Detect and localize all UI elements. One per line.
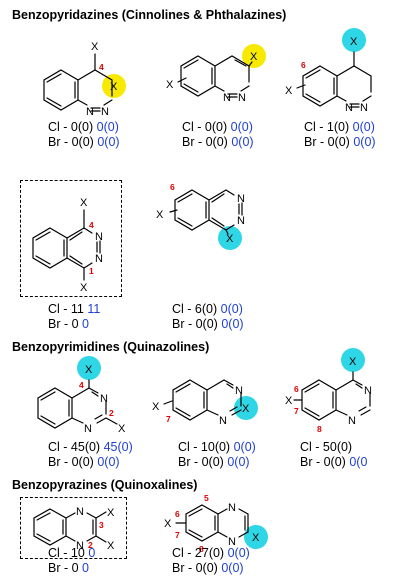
substituent-x-highlighted: X bbox=[242, 403, 250, 415]
position-3: 3 bbox=[99, 520, 104, 530]
substituent-x-highlighted: X bbox=[252, 532, 260, 544]
position-6: 6 bbox=[175, 509, 180, 519]
atom-n: N bbox=[238, 92, 246, 104]
position-2: 2 bbox=[109, 408, 114, 418]
dashed-box bbox=[20, 180, 122, 297]
structure-cinnoline-4x-6x: X X N N 6 bbox=[285, 28, 372, 114]
position-6: 6 bbox=[170, 182, 175, 192]
structure-quinazoline-4x-67x: X X N N 6 7 8 bbox=[285, 348, 372, 434]
caption-c7: Cl - 10(0) 0(0) Br - 0(0) 0(0) bbox=[178, 440, 256, 469]
substituent-x: X bbox=[80, 282, 88, 294]
caption-c2: Cl - 0(0) 0(0) Br - 0(0) 0(0) bbox=[182, 120, 254, 149]
atom-n: N bbox=[95, 253, 103, 265]
atom-n: N bbox=[101, 106, 109, 118]
position-5: 5 bbox=[204, 493, 209, 503]
atom-n: N bbox=[219, 415, 227, 427]
substituent-x: X bbox=[91, 41, 99, 53]
substituent-x-highlighted: X bbox=[250, 51, 258, 63]
atom-n: N bbox=[86, 106, 94, 118]
heading-benzopyrazines: Benzopyrazines (Quinoxalines) bbox=[12, 478, 198, 492]
substituent-x-highlighted: X bbox=[226, 233, 234, 245]
position-7: 7 bbox=[294, 406, 299, 416]
highlight-cyan bbox=[234, 396, 258, 420]
heading-benzopyridazines: Benzopyridazines (Cinnolines & Phthalazi… bbox=[12, 8, 287, 22]
substituent-x-highlighted: X bbox=[85, 364, 93, 376]
position-4: 4 bbox=[79, 380, 84, 390]
atom-n: N bbox=[237, 193, 245, 205]
substituent-x: X bbox=[285, 85, 293, 97]
caption-c10: Cl - 27(0) 0(0) Br - 0(0) 0(0) bbox=[172, 546, 250, 575]
substituent-x-highlighted: X bbox=[350, 36, 358, 48]
atom-n: N bbox=[223, 92, 231, 104]
position-1: 1 bbox=[89, 266, 94, 276]
caption-c5: Cl - 6(0) 0(0) Br - 0(0) 0(0) bbox=[172, 302, 244, 331]
atom-n: N bbox=[345, 102, 353, 114]
structure-phthalazine-1x-4x: X X N N 4 1 bbox=[32, 197, 103, 294]
position-6: 6 bbox=[301, 60, 306, 70]
structure-quinazoline-2x-7x: X X N N 7 bbox=[152, 379, 258, 427]
substituent-x: X bbox=[107, 507, 115, 519]
structure-phthalazine-1x-6x: X X N N 6 bbox=[156, 182, 245, 250]
atom-n: N bbox=[235, 385, 243, 397]
highlight-yellow bbox=[102, 74, 126, 98]
position-2: 2 bbox=[88, 540, 93, 550]
highlight-cyan bbox=[341, 348, 365, 372]
position-8: 8 bbox=[199, 544, 204, 554]
dashed-box bbox=[20, 497, 127, 559]
substituent-x: X bbox=[152, 401, 160, 413]
caption-c6: Cl - 45(0) 45(0) Br - 0(0) 0(0) bbox=[48, 440, 133, 469]
position-8: 8 bbox=[317, 424, 322, 434]
structure-quinazoline-2x-4x: X X N N 4 2 bbox=[37, 356, 126, 435]
atom-n: N bbox=[364, 385, 372, 397]
heading-benzopyrimidines: Benzopyrimidines (Quinazolines) bbox=[12, 340, 210, 354]
atom-n: N bbox=[228, 536, 236, 548]
highlight-cyan bbox=[77, 356, 101, 380]
substituent-x-highlighted: X bbox=[110, 81, 118, 93]
atom-n: N bbox=[76, 506, 84, 518]
position-4: 4 bbox=[89, 220, 94, 230]
caption-c4: Cl - 11 11 Br - 0 0 bbox=[48, 302, 101, 331]
position-7: 7 bbox=[175, 530, 180, 540]
substituent-x: X bbox=[285, 395, 293, 407]
substituent-x: X bbox=[107, 540, 115, 552]
substituent-x: X bbox=[118, 423, 126, 435]
highlight-cyan bbox=[244, 525, 268, 549]
atom-n: N bbox=[100, 393, 108, 405]
substituent-x: X bbox=[166, 79, 174, 91]
structure-quinoxaline-2x-67x: N N X X 5 6 7 8 bbox=[164, 493, 268, 554]
atom-n: N bbox=[84, 423, 92, 435]
structure-cinnoline-3x-4x: X X N N 4 bbox=[43, 41, 126, 118]
atom-n: N bbox=[95, 231, 103, 243]
highlight-yellow bbox=[242, 44, 266, 68]
atom-n: N bbox=[76, 540, 84, 552]
atom-n: N bbox=[237, 215, 245, 227]
substituent-x-highlighted: X bbox=[349, 356, 357, 368]
substituent-x: X bbox=[164, 518, 172, 530]
substituent-x: X bbox=[80, 197, 88, 209]
position-7: 7 bbox=[166, 414, 171, 424]
position-4: 4 bbox=[99, 62, 104, 72]
structure-cinnoline-3x-benzo-x: X X N N bbox=[166, 44, 266, 104]
caption-c9: Cl - 10 0 Br - 0 0 bbox=[48, 546, 96, 575]
highlight-cyan bbox=[218, 226, 242, 250]
atom-n: N bbox=[360, 102, 368, 114]
caption-c8: Cl - 50(0) Br - 0(0) 0(0 bbox=[300, 440, 368, 469]
atom-n: N bbox=[228, 502, 236, 514]
caption-c3: Cl - 1(0) 0(0) Br - 0(0) 0(0) bbox=[304, 120, 376, 149]
caption-c1: Cl - 0(0) 0(0) Br - 0(0) 0(0) bbox=[48, 120, 120, 149]
atom-n: N bbox=[348, 415, 356, 427]
structure-quinoxaline-2x-3x: N N X X 3 2 bbox=[33, 506, 115, 552]
highlight-cyan bbox=[342, 28, 366, 52]
position-6: 6 bbox=[294, 384, 299, 394]
substituent-x: X bbox=[156, 209, 164, 221]
